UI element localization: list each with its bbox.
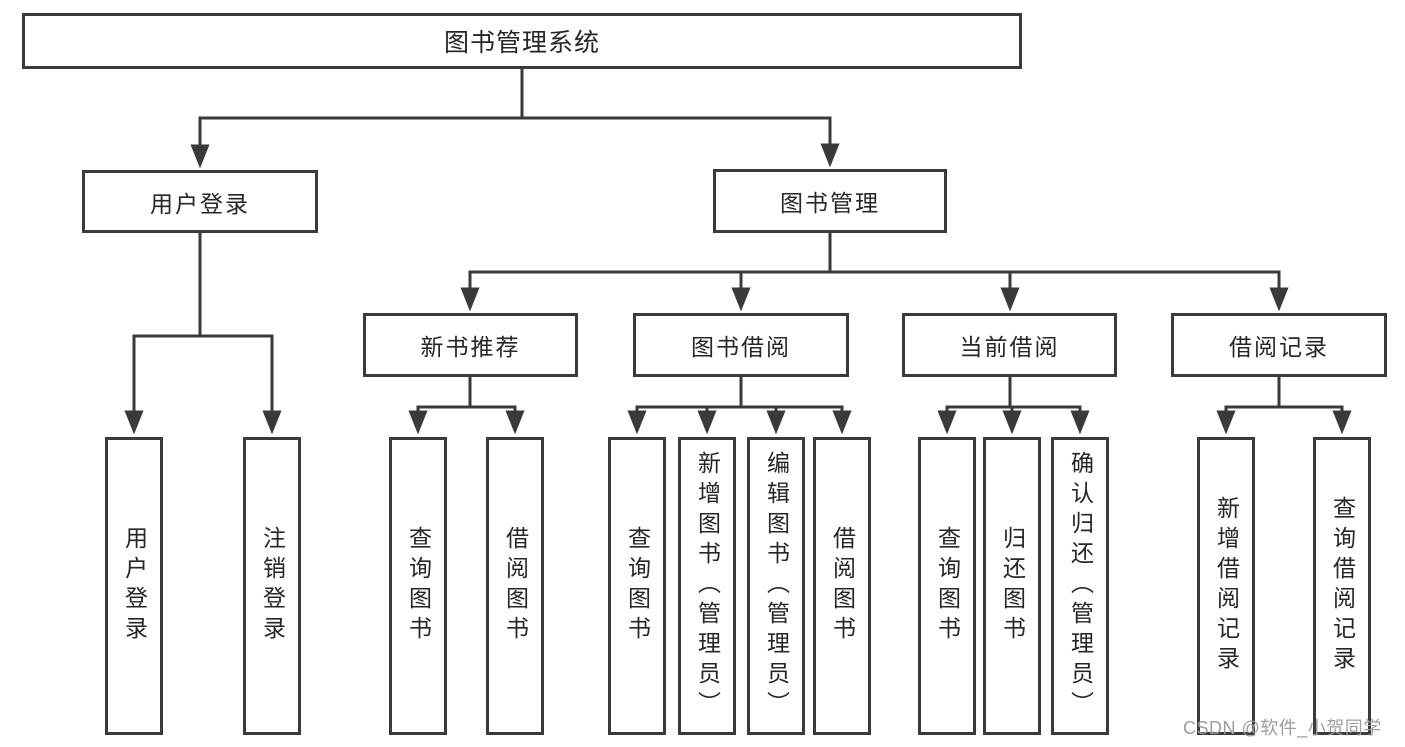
node-label: 编辑图书（管理员） bbox=[763, 451, 790, 721]
node-label: 用户登录 bbox=[121, 526, 148, 646]
leaf-query-books-current: 查询图书 bbox=[918, 437, 976, 735]
node-label: 新增借阅记录 bbox=[1213, 496, 1240, 676]
leaf-add-borrow-record: 新增借阅记录 bbox=[1197, 437, 1255, 735]
csdn-watermark: CSDN @软件_小贺同学 bbox=[1183, 718, 1382, 738]
leaf-borrow-books: 借阅图书 bbox=[813, 437, 871, 735]
node-new-book-recommend: 新书推荐 bbox=[363, 313, 578, 377]
node-label: 归还图书 bbox=[999, 526, 1026, 646]
node-book-management: 图书管理 bbox=[713, 169, 947, 233]
node-label: 借阅图书 bbox=[829, 526, 856, 646]
leaf-edit-book-admin: 编辑图书（管理员） bbox=[747, 437, 805, 735]
node-label: 确认归还（管理员） bbox=[1067, 451, 1094, 721]
leaf-confirm-return-admin: 确认归还（管理员） bbox=[1051, 437, 1109, 735]
node-label: 查询图书 bbox=[405, 526, 432, 646]
leaf-query-borrow-record: 查询借阅记录 bbox=[1313, 437, 1371, 735]
node-current-borrow: 当前借阅 bbox=[902, 313, 1117, 377]
leaf-return-book: 归还图书 bbox=[983, 437, 1041, 735]
node-label: 图书管理 bbox=[780, 190, 880, 216]
node-label: 新增图书（管理员） bbox=[694, 451, 721, 721]
node-label: 图书管理系统 bbox=[443, 29, 600, 57]
node-label: 查询图书 bbox=[624, 526, 651, 646]
node-borrow-records: 借阅记录 bbox=[1171, 313, 1387, 377]
node-label: 用户登录 bbox=[150, 190, 250, 217]
node-label: 注销登录 bbox=[259, 526, 286, 646]
node-label: 查询借阅记录 bbox=[1329, 496, 1356, 676]
node-book-borrow: 图书借阅 bbox=[633, 313, 849, 377]
leaf-add-book-admin: 新增图书（管理员） bbox=[678, 437, 736, 735]
node-label: 查询图书 bbox=[934, 526, 961, 646]
node-label: 借阅图书 bbox=[502, 526, 529, 646]
leaf-logout-login: 注销登录 bbox=[243, 437, 301, 735]
leaf-query-books-borrow: 查询图书 bbox=[608, 437, 666, 735]
node-book-management-system: 图书管理系统 bbox=[22, 13, 1022, 69]
node-label: 借阅记录 bbox=[1229, 334, 1329, 360]
node-label: 新书推荐 bbox=[420, 334, 521, 360]
node-user-login: 用户登录 bbox=[82, 170, 318, 233]
node-label: 当前借阅 bbox=[959, 334, 1060, 360]
leaf-user-login: 用户登录 bbox=[105, 437, 163, 735]
node-label: 图书借阅 bbox=[691, 334, 791, 360]
leaf-borrow-books-recommend: 借阅图书 bbox=[486, 437, 544, 735]
leaf-query-books-recommend: 查询图书 bbox=[389, 437, 447, 735]
